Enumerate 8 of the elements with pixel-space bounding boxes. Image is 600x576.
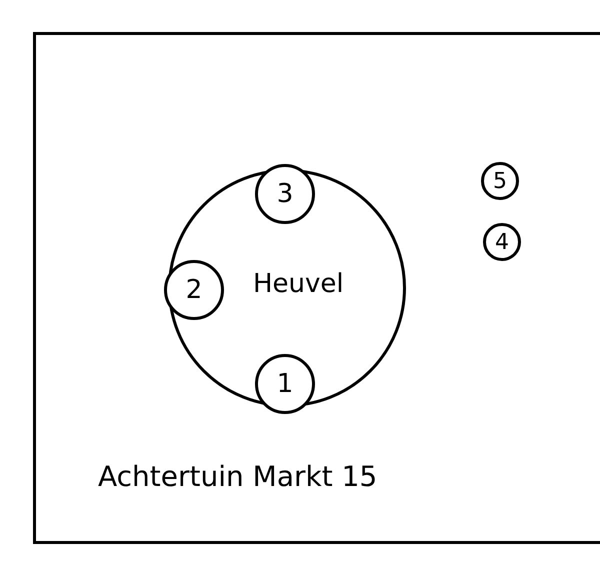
number-circle: 3 (255, 164, 315, 224)
garden-outline (33, 32, 600, 544)
hill-label: Heuvel (253, 269, 344, 299)
number-circle: 1 (255, 354, 315, 414)
number-circle: 4 (483, 223, 521, 261)
number-circle: 2 (164, 260, 224, 320)
area-label: Achtertuin Markt 15 (98, 460, 378, 493)
number-circle: 5 (481, 162, 519, 200)
